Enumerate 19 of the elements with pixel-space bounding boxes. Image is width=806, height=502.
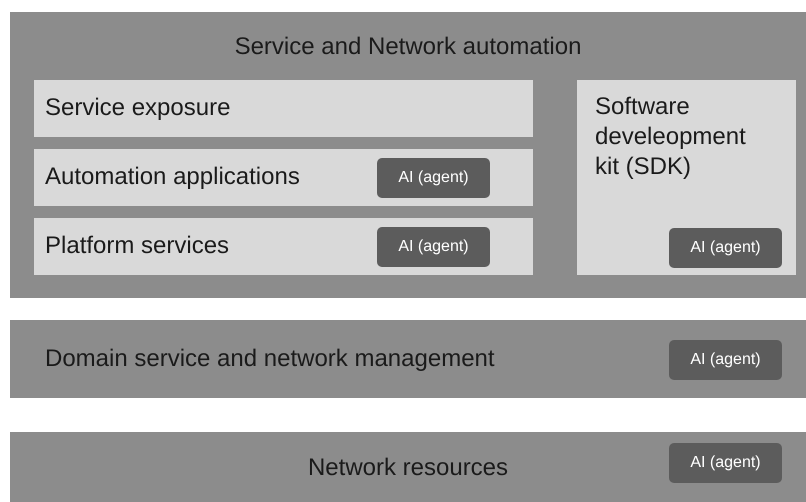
- layer-band: [10, 320, 806, 398]
- layer-title: Network resources: [308, 453, 508, 483]
- layer-title: Automation applications: [45, 162, 300, 192]
- agent-badge: AI (agent): [377, 227, 490, 267]
- layer-box: [34, 80, 533, 137]
- agent-badge: AI (agent): [669, 228, 782, 268]
- layer-box: [577, 80, 796, 275]
- layer-title: Service and Network automation: [234, 32, 582, 62]
- layer-band: [10, 432, 806, 502]
- agent-badge: AI (agent): [669, 443, 782, 483]
- layer-title: Service exposure: [45, 93, 230, 123]
- layer-title: Software develeopment kit (SDK): [595, 92, 747, 182]
- layer-title: Domain service and network management: [45, 344, 495, 374]
- layer-box: [34, 218, 533, 275]
- layer-title: Platform services: [45, 231, 230, 261]
- layer-box: [34, 149, 533, 206]
- agent-badge: AI (agent): [377, 158, 490, 198]
- layer-band: [10, 12, 806, 298]
- agent-badge: AI (agent): [669, 340, 782, 380]
